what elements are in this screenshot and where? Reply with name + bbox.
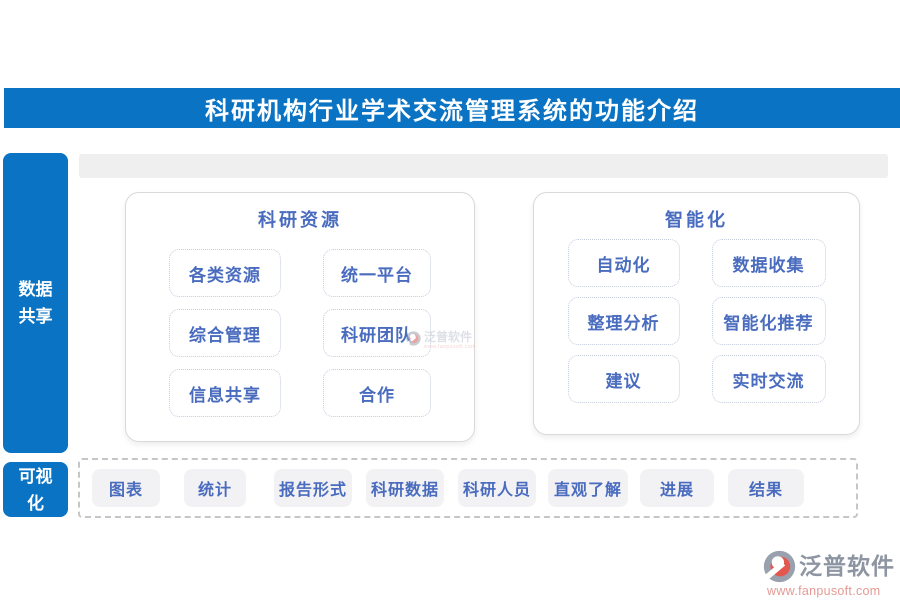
feature-button[interactable]: 科研团队 bbox=[323, 309, 431, 357]
card-research-resources: 科研资源 各类资源 统一平台 综合管理 科研团队 信息共享 合作 bbox=[125, 192, 475, 442]
fanpu-logo-icon bbox=[763, 550, 796, 583]
feature-button[interactable]: 各类资源 bbox=[169, 249, 281, 297]
brand-footer: 泛普软件 www.fanpusoft.com bbox=[763, 549, 899, 598]
bottom-feature-button[interactable]: 科研人员 bbox=[458, 469, 536, 507]
title-banner: 科研机构行业学术交流管理系统的功能介绍 bbox=[4, 88, 900, 128]
feature-button-grid: 各类资源 统一平台 综合管理 科研团队 信息共享 合作 bbox=[126, 249, 474, 417]
feature-button[interactable]: 信息共享 bbox=[169, 369, 281, 417]
bottom-feature-button[interactable]: 统计 bbox=[184, 469, 246, 507]
sidebar-item-visualization[interactable]: 可视化 bbox=[3, 462, 68, 517]
bottom-feature-button[interactable]: 报告形式 bbox=[274, 469, 352, 507]
bottom-feature-button[interactable]: 直观了解 bbox=[548, 469, 628, 507]
sidebar-item-label: 数据共享 bbox=[18, 280, 53, 326]
bottom-feature-button[interactable]: 图表 bbox=[92, 469, 160, 507]
feature-button[interactable]: 数据收集 bbox=[711, 239, 826, 287]
page-title: 科研机构行业学术交流管理系统的功能介绍 bbox=[205, 98, 699, 125]
card-title: 科研资源 bbox=[258, 210, 342, 230]
sidebar-item-label: 可视化 bbox=[18, 466, 53, 513]
feature-button[interactable]: 综合管理 bbox=[169, 309, 281, 357]
feature-button[interactable]: 自动化 bbox=[567, 239, 680, 287]
feature-button[interactable]: 统一平台 bbox=[323, 249, 431, 297]
bottom-feature-button[interactable]: 进展 bbox=[640, 469, 714, 507]
card-intelligence: 智能化 自动化 数据收集 整理分析 智能化推荐 建议 实时交流 bbox=[533, 192, 860, 435]
card-title: 智能化 bbox=[665, 210, 728, 230]
brand-name: 泛普软件 bbox=[799, 553, 895, 579]
feature-button[interactable]: 整理分析 bbox=[567, 297, 680, 345]
feature-button-grid: 自动化 数据收集 整理分析 智能化推荐 建议 实时交流 bbox=[534, 239, 859, 403]
feature-button[interactable]: 建议 bbox=[567, 355, 680, 403]
feature-button[interactable]: 合作 bbox=[323, 369, 431, 417]
bottom-feature-button[interactable]: 结果 bbox=[728, 469, 804, 507]
brand-url: www.fanpusoft.com bbox=[767, 584, 881, 598]
bottom-feature-button[interactable]: 科研数据 bbox=[366, 469, 444, 507]
bottom-feature-panel: 图表 统计 报告形式 科研数据 科研人员 直观了解 进展 结果 bbox=[78, 458, 858, 518]
sidebar-item-data-sharing[interactable]: 数据共享 bbox=[3, 153, 68, 453]
toolbar-strip bbox=[79, 154, 888, 178]
feature-button[interactable]: 实时交流 bbox=[711, 355, 826, 403]
feature-button[interactable]: 智能化推荐 bbox=[711, 297, 826, 345]
brand-row: 泛普软件 bbox=[763, 549, 899, 583]
